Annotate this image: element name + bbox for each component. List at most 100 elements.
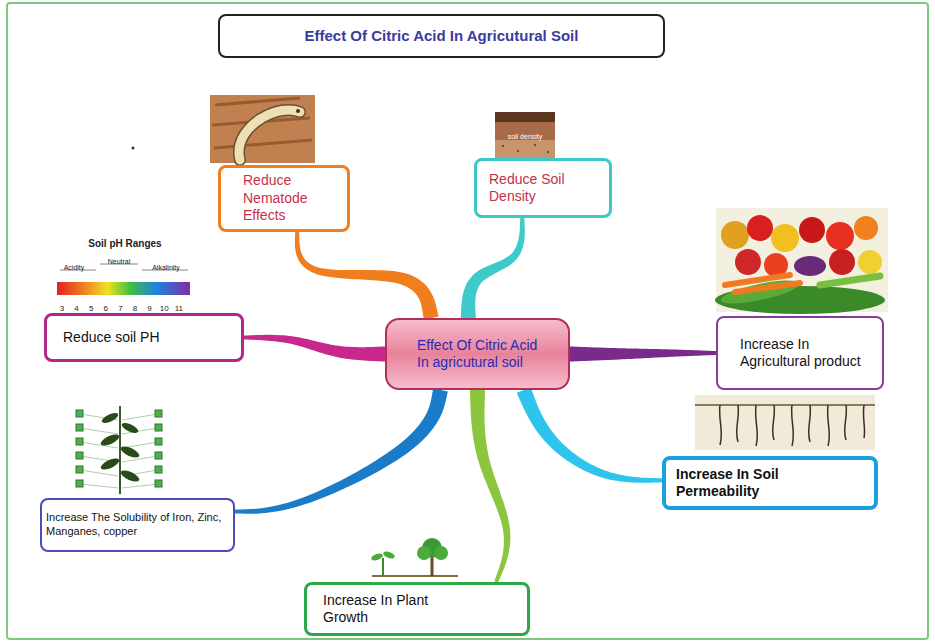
nematode-picture-part: [296, 109, 300, 113]
vegetables-picture-part: [735, 249, 761, 275]
leaf-diagram-picture-part: [155, 424, 162, 431]
node-text: Reduce Nematode Effects: [243, 172, 339, 225]
soil-density-picture: [495, 112, 555, 158]
scale-number: 7: [118, 305, 122, 314]
seedlings-picture-part: [370, 552, 383, 562]
roots-picture-part: [720, 405, 865, 446]
scale-number-holder: 6: [99, 297, 113, 315]
scale-number: 5: [89, 305, 93, 314]
leaf-diagram-picture-part: [76, 452, 83, 459]
branch-connector: [295, 232, 439, 320]
scale-number-holder: 8: [128, 297, 142, 315]
scale-title: Soil pH Ranges: [88, 238, 161, 249]
seedlings-picture: [370, 538, 458, 576]
leaf-diagram-picture-part: [76, 424, 83, 431]
vegetables-picture-part: [829, 249, 855, 275]
branch-box: Increase In Agricultural product: [716, 316, 884, 390]
seedlings-picture-part: [434, 546, 448, 560]
scale-number: 8: [133, 305, 137, 314]
vegetables-picture-part: [719, 276, 801, 308]
branch-box: Increase The Solubility of Iron, Zinc, M…: [40, 498, 235, 552]
soil-density-picture-part: [502, 145, 504, 147]
soil-density-picture-part: [547, 151, 549, 153]
node-text: Increase In Plant Growth: [323, 592, 467, 627]
vegetables-picture-part: [799, 217, 825, 243]
leaf-diagram-picture-part: [100, 411, 119, 425]
roots-picture-part: [695, 395, 875, 450]
soil-density-picture-part: [495, 112, 555, 122]
scale-number: 9: [147, 305, 151, 314]
scale-number-holder: 9: [143, 297, 157, 315]
branch-connector: [461, 218, 525, 318]
vegetables-picture-part: [794, 256, 826, 276]
picture-caption-holder: soil density: [496, 125, 554, 143]
soil-density-picture-part: [495, 122, 555, 140]
leaf-diagram-picture-part: [155, 480, 162, 487]
scale-word-holder: Neutral: [98, 250, 140, 268]
seedlings-picture-part: [382, 558, 384, 576]
leaf-diagram-picture-part: [155, 466, 162, 473]
branch-box: Increase In Soil Permeability: [662, 456, 878, 510]
scale-number: 4: [74, 305, 78, 314]
vegetables-picture-part: [826, 222, 854, 250]
node-text: Effect Of Citric Acid In agricutural soi…: [417, 337, 538, 372]
node-text: Increase In Agricultural product: [740, 336, 872, 371]
picture-caption: soil density: [508, 133, 543, 141]
scale-number-holder: 3: [55, 297, 69, 315]
stray-dot: [132, 147, 135, 150]
title-box: Effect Of Citric Acid In Agricutural Soi…: [218, 14, 665, 58]
branch-connector: [517, 387, 662, 483]
node-text: Reduce soil PH: [63, 329, 160, 347]
nematode-picture-part: [210, 95, 315, 163]
scale-number: 11: [175, 305, 183, 314]
branch-connector: [570, 347, 716, 362]
branch-box: Reduce Nematode Effects: [218, 165, 350, 232]
scale-number: 3: [60, 305, 64, 314]
branch-box: Reduce Soil Density: [474, 158, 612, 218]
leaf-diagram-picture-part: [76, 438, 83, 445]
scale-word: Acidity: [64, 264, 85, 272]
vegetables-picture: [715, 208, 888, 314]
leaf-diagram-picture-part: [76, 466, 83, 473]
title-text: Effect Of Citric Acid In Agricutural Soi…: [305, 27, 579, 46]
vegetables-picture-part: [771, 224, 799, 252]
leaf-diagram-picture-part: [99, 456, 121, 472]
scale-number-holder: 4: [70, 297, 84, 315]
node-text: Increase In Soil Permeability: [676, 466, 864, 501]
page-frame: [7, 3, 928, 639]
leaf-diagram-picture-part: [120, 421, 139, 435]
scale-number-holder: 7: [113, 297, 127, 315]
branch-box: Increase In Plant Growth: [304, 582, 530, 636]
roots-picture: [695, 395, 875, 450]
roots-picture-part: [695, 404, 875, 406]
scale-word: Neutral: [108, 258, 131, 266]
nematode-picture: [210, 95, 315, 163]
nematode-picture-part: [239, 110, 300, 160]
seedlings-picture-part: [372, 575, 458, 577]
branch-connector: [235, 389, 448, 514]
soil-density-picture-part: [534, 144, 536, 146]
leaf-diagram-picture-part: [119, 406, 121, 494]
leaf-diagram-picture-part: [119, 468, 141, 484]
scale-number-holder: 10: [157, 297, 171, 315]
leaf-diagram-picture-part: [155, 438, 162, 445]
scale-number: 10: [160, 305, 169, 314]
vegetables-picture-part: [854, 216, 878, 240]
soil-density-picture-part: [517, 150, 519, 152]
seedlings-picture-part: [382, 550, 395, 560]
scale-word-holder: Acidity: [52, 256, 96, 274]
branch-connector: [244, 335, 385, 362]
ph-scale-picture-part: [57, 282, 190, 295]
leaf-diagram-picture-part: [99, 432, 121, 448]
vegetables-picture-part: [725, 275, 800, 292]
ph-scale-picture: [57, 264, 190, 295]
scale-title-holder: Soil pH Ranges: [62, 233, 188, 251]
scale-word-holder: Alkalinity: [140, 256, 192, 274]
leaf-diagram-picture-part: [76, 410, 83, 417]
nematode-picture-part: [239, 110, 300, 160]
leaf-diagram-picture-part: [76, 480, 83, 487]
seedlings-picture-part: [417, 546, 431, 560]
scale-number: 6: [104, 305, 108, 314]
scale-word: Alkalinity: [152, 264, 180, 272]
